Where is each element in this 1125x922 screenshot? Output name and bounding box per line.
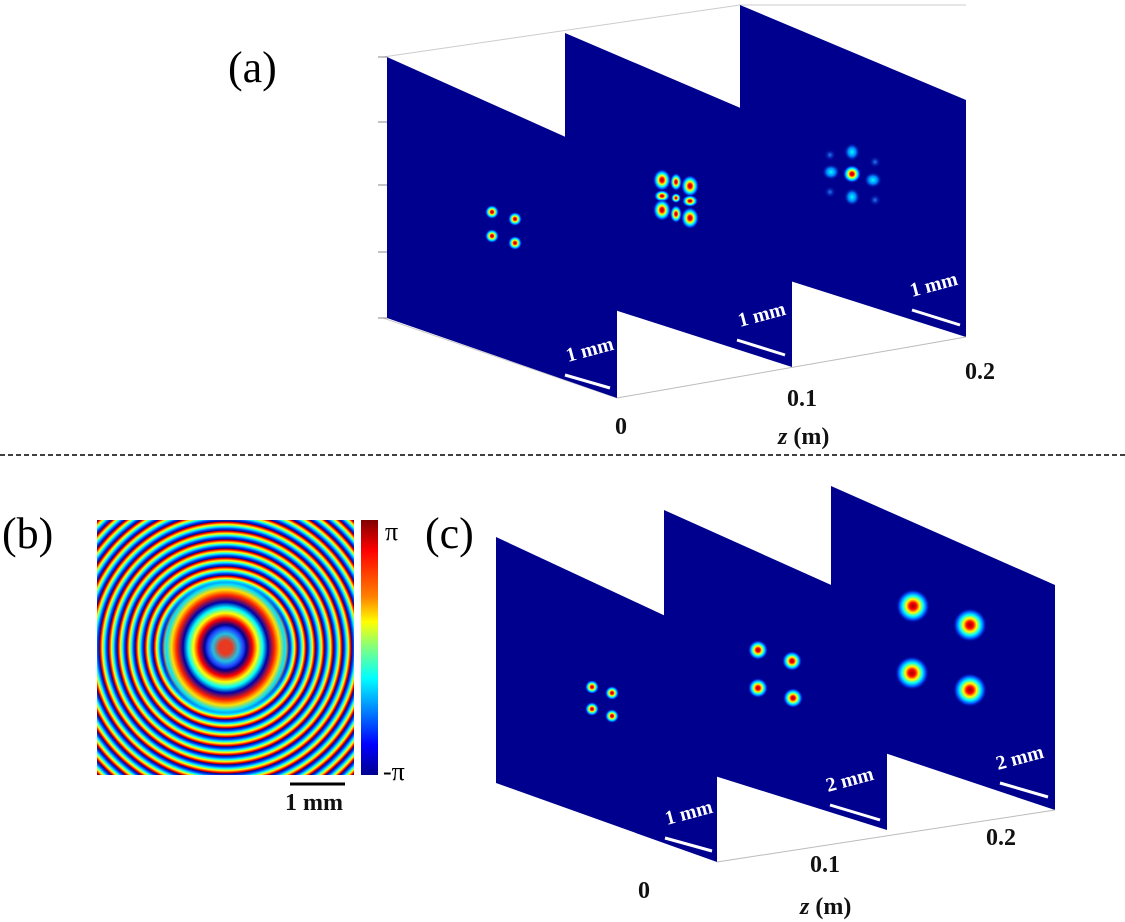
z-axis — [716, 809, 1056, 863]
panel-label: (a) — [228, 43, 277, 92]
axis-ticks-left — [378, 56, 387, 319]
phase-map-center — [97, 520, 354, 775]
axis-label: z (m) — [799, 894, 851, 920]
axis-box-lines — [382, 4, 966, 399]
tick-label: 0 — [615, 414, 627, 440]
slice-c2 — [664, 510, 887, 830]
panel-c: (c) 1 mm 2 mm 2 mm 0 0.1 0.2 z (m) — [425, 486, 1056, 920]
spots-a2 — [653, 169, 699, 229]
slice-c1 — [496, 537, 717, 862]
spots-a1 — [485, 205, 522, 250]
tick-label: 0.1 — [787, 386, 817, 412]
tick-label: 0.2 — [986, 825, 1016, 851]
panel-label: (c) — [425, 509, 474, 558]
scale-bar-label: 1 mm — [285, 790, 343, 816]
colorbar-min-label: -π — [383, 757, 405, 786]
panel-a: 1 mm 1 mm 1 mm 0 0.1 0.2 z (m) (a) — [228, 4, 995, 450]
panel-b: (b) π -π 1 mm — [2, 509, 405, 816]
spots-a3 — [822, 143, 882, 206]
colorbar-max-label: π — [385, 517, 398, 546]
tick-label: 0.1 — [810, 852, 840, 878]
tick-label: 0 — [638, 878, 650, 904]
spots-c3 — [895, 589, 987, 707]
slice-a1 — [387, 57, 617, 398]
tick-label: 0.2 — [965, 359, 995, 385]
axis-label: z (m) — [777, 424, 829, 450]
colorbar — [361, 520, 378, 775]
spots-c1 — [585, 680, 619, 723]
panel-label: (b) — [2, 509, 53, 558]
spots-c2 — [748, 640, 803, 708]
z-axis — [616, 336, 967, 399]
